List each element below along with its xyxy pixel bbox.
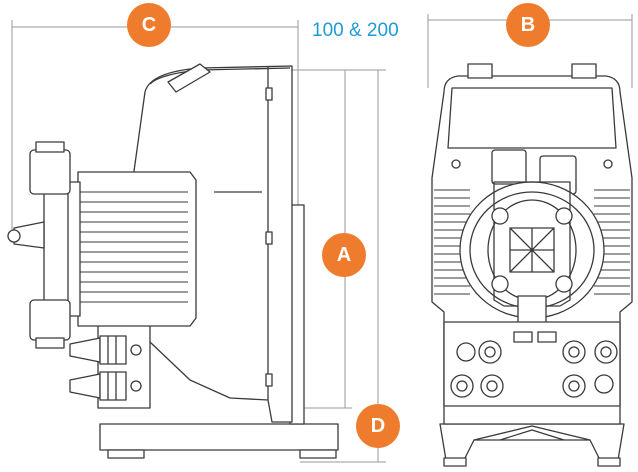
side-pump-head <box>77 171 197 327</box>
side-valve-top-cap <box>35 141 65 153</box>
dimension-badge-a-label: A <box>336 243 352 266</box>
side-base-plate <box>99 423 339 451</box>
front-foot-left <box>443 457 467 467</box>
front-top-panel <box>447 87 617 149</box>
dimension-badge-c-label: C <box>141 13 157 36</box>
pump-front-view <box>431 63 633 467</box>
side-base-foot-left <box>107 449 145 459</box>
model-label: 100 & 200 <box>312 20 399 41</box>
side-head-plate <box>67 181 81 317</box>
side-valve-top <box>29 149 71 195</box>
dimension-badge-b-label: B <box>520 13 536 36</box>
front-valve-left <box>491 149 527 185</box>
side-valve-bottom <box>29 299 71 341</box>
front-manifold <box>493 181 571 307</box>
front-status-led-2 <box>537 331 557 343</box>
front-hinge-right <box>571 63 597 79</box>
pump-side-view <box>7 63 339 459</box>
dimension-badge-d-label: D <box>370 414 386 437</box>
front-base-cross <box>473 425 591 441</box>
front-head-bolts <box>491 207 573 293</box>
side-clip-top <box>265 87 273 101</box>
front-connectors <box>450 340 618 398</box>
side-clip-bottom <box>265 373 273 387</box>
side-clip-mid <box>265 231 273 245</box>
front-hinge-left <box>467 63 493 79</box>
dimension-badge-a: A <box>322 233 366 277</box>
front-membrane-cross <box>509 227 555 273</box>
dimension-badge-b: B <box>506 3 550 47</box>
side-vent-knob <box>7 229 21 243</box>
side-hose-connector-lower <box>69 371 142 401</box>
front-foot-right <box>597 457 621 467</box>
front-status-led <box>513 331 533 343</box>
dimension-badge-d: D <box>356 404 400 448</box>
side-base-foot-right <box>299 449 337 459</box>
side-valve-bottom-cap <box>35 337 65 349</box>
side-handle <box>167 63 211 93</box>
side-hose-connector-upper <box>69 335 142 365</box>
dimension-badge-c: C <box>127 3 171 47</box>
side-cooling-fins <box>80 191 188 303</box>
